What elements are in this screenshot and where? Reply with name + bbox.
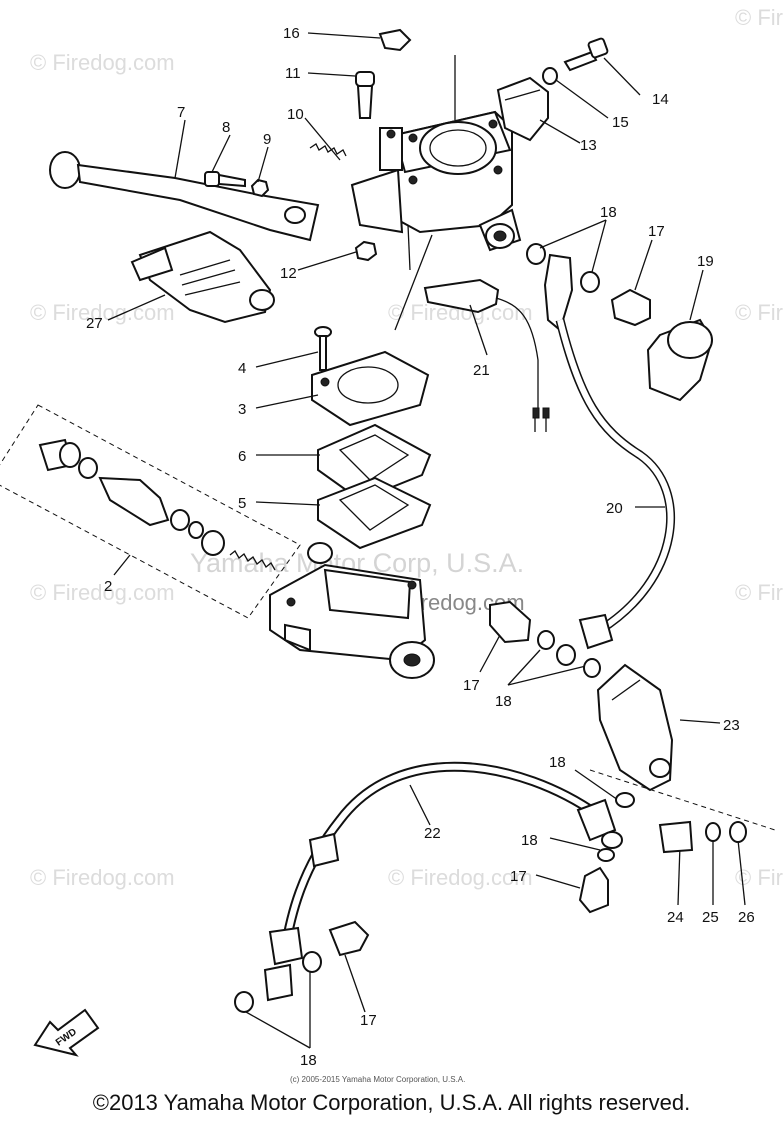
holder-washer — [542, 67, 558, 85]
callout-19: 19 — [697, 253, 714, 270]
callout-17: 17 — [463, 677, 480, 694]
union-bolt-middle — [489, 600, 601, 678]
callout-27: 27 — [86, 315, 103, 332]
brake-hose-upper — [543, 253, 675, 650]
callout-15: 15 — [612, 114, 629, 131]
callout-10: 10 — [287, 106, 304, 123]
leader-lines — [107, 32, 776, 1049]
callout-9: 9 — [263, 131, 271, 148]
brake-lever — [49, 151, 320, 242]
piston-kit — [0, 404, 301, 619]
hose-joint — [596, 663, 674, 792]
watermark: © Firedog.com — [735, 300, 783, 325]
watermark: © Firedog.com — [735, 580, 783, 605]
callout-20: 20 — [606, 500, 623, 517]
callout-14: 14 — [652, 91, 669, 108]
master-cylinder-body — [269, 542, 435, 679]
union-bolt-top — [610, 288, 651, 327]
callout-22: 22 — [424, 825, 441, 842]
watermark: © Firedog.com — [30, 50, 175, 75]
brake-light-switch — [423, 278, 550, 432]
callout-24: 24 — [667, 909, 684, 926]
callout-23: 23 — [723, 717, 740, 734]
callout-18: 18 — [521, 832, 538, 849]
holder-bolt — [563, 37, 609, 72]
callout-18: 18 — [549, 754, 566, 771]
union-bolt-cover — [646, 318, 714, 402]
reservoir-cap — [311, 350, 430, 427]
copyright-notice: ©2013 Yamaha Motor Corporation, U.S.A. A… — [92, 1090, 691, 1115]
master-cylinder-top — [350, 55, 522, 331]
cap-bolt — [378, 28, 412, 52]
watermark: © Firedog.com — [735, 5, 783, 30]
callout-17: 17 — [360, 1012, 377, 1029]
callout-18: 18 — [495, 693, 512, 710]
callout-18: 18 — [600, 204, 617, 221]
callout-7: 7 — [177, 104, 185, 121]
lower-hardware — [234, 792, 747, 1013]
callout-4: 4 — [238, 360, 246, 377]
watermark: © Firedog.com — [30, 300, 175, 325]
brake-hose-lower — [263, 761, 623, 1002]
callout-16: 16 — [283, 25, 300, 42]
callout-18: 18 — [300, 1052, 317, 1069]
callout-25: 25 — [702, 909, 719, 926]
pivot-nut — [354, 240, 378, 262]
callout-17: 17 — [648, 223, 665, 240]
watermark: © Firedog.com — [388, 865, 533, 890]
callout-17: 17 — [510, 868, 527, 885]
watermark: © Firedog.com — [30, 865, 175, 890]
copper-washers-top — [526, 243, 600, 293]
callout-11: 11 — [285, 65, 301, 82]
watermark: © Firedog.com — [30, 580, 175, 605]
diaphragm — [317, 476, 432, 550]
watermarks: © Firedog.com © Firedog.com © Firedog.co… — [30, 5, 783, 890]
callout-5: 5 — [238, 495, 246, 512]
reservoir-screw — [314, 326, 332, 371]
pivot-pin — [355, 71, 375, 119]
callout-8: 8 — [222, 119, 230, 136]
callout-21: 21 — [473, 362, 490, 379]
diaphragm-plate — [317, 423, 432, 502]
callout-12: 12 — [280, 265, 297, 282]
fwd-arrow: FWD — [33, 1008, 100, 1057]
small-copyright: (c) 2005-2015 Yamaha Motor Corporation, … — [290, 1075, 465, 1084]
callout-13: 13 — [580, 137, 597, 154]
spring — [309, 143, 347, 157]
callout-2: 2 — [104, 578, 112, 595]
callout-26: 26 — [738, 909, 755, 926]
callout-labels: 16 11 10 7 8 9 12 14 15 13 18 17 19 27 4… — [86, 25, 755, 1069]
lever-nut — [250, 178, 270, 198]
callout-6: 6 — [238, 448, 246, 465]
master-cylinder-holder — [496, 76, 549, 142]
front-brake-switch — [130, 230, 275, 324]
lever-bolt — [204, 171, 246, 188]
callout-3: 3 — [238, 401, 246, 418]
